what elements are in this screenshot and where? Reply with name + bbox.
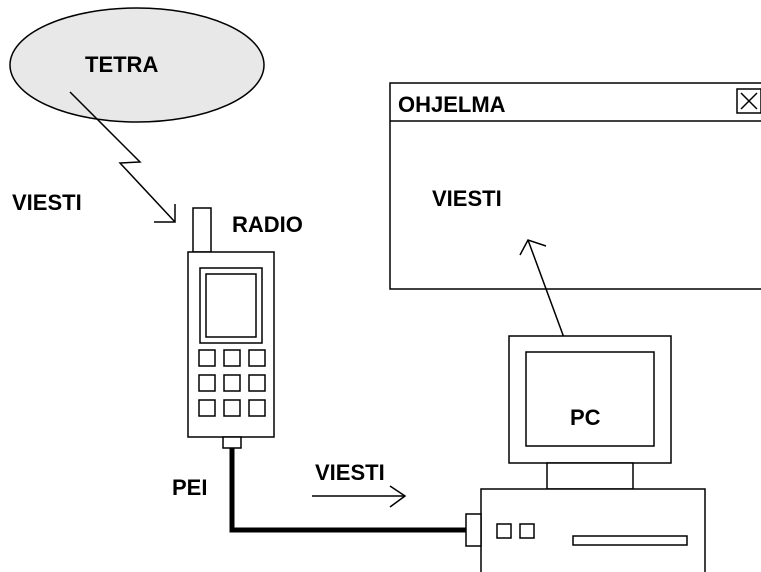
viesti-radio-label: VIESTI [12,190,82,215]
window-frame [389,82,761,290]
system-unit-port [465,513,482,547]
radio-key [248,399,266,417]
tetra-label: TETRA [85,52,158,77]
drive-button [519,523,535,539]
monitor-screen [525,351,655,447]
drive-slot [572,535,688,546]
close-icon[interactable] [736,88,761,114]
pei-label: PEI [172,475,207,500]
radio-key [223,399,241,417]
radio-screen [205,273,257,338]
pei-cable [229,448,466,533]
lightning-arrowhead [154,204,176,223]
drive-button [496,523,512,539]
radio-key [223,374,241,392]
monitor-stand [546,462,634,490]
radio-key [248,374,266,392]
lightning-bolt [69,91,176,223]
system-unit-body [480,488,706,572]
pc-to-window-arrowhead [519,239,547,256]
pc-system-unit [465,488,706,572]
program-window: OHJELMA VIESTI [389,82,761,290]
pc-monitor [508,335,672,490]
radio-phone [187,207,275,449]
radio-key [198,349,216,367]
tetra-ellipse [9,7,265,123]
cable-arrowhead [389,485,407,508]
radio-key [248,349,266,367]
pei-connector [222,436,242,449]
radio-label: RADIO [232,212,303,237]
window-message: VIESTI [432,186,502,211]
pc-label: PC [570,405,601,430]
radio-antenna [192,207,212,253]
radio-key [223,349,241,367]
radio-key [198,399,216,417]
viesti-cable-label: VIESTI [315,460,385,485]
radio-key [198,374,216,392]
window-title: OHJELMA [398,92,506,117]
